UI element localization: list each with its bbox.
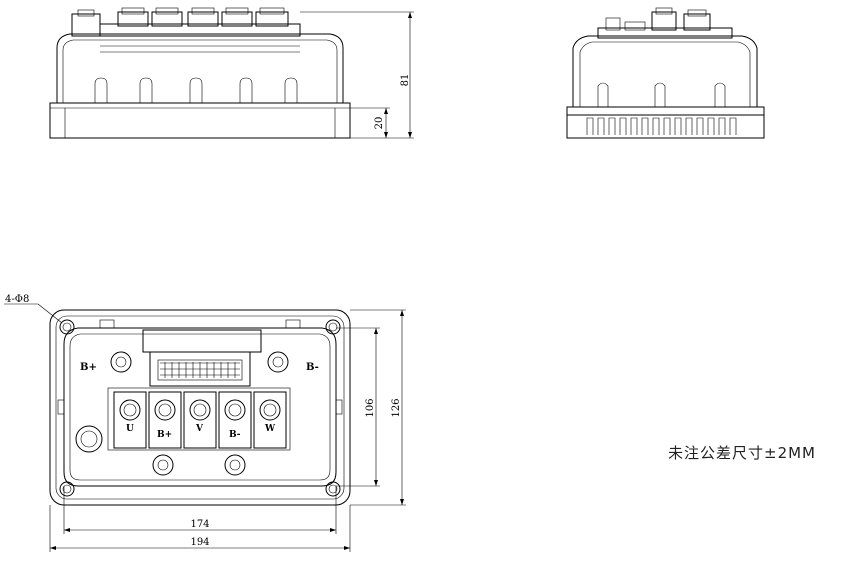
top-view: [4, 303, 406, 552]
dim-outer-width: 194: [190, 537, 209, 548]
terminal-b-plus-label: B+: [157, 430, 172, 440]
b-minus-bolt: [267, 351, 289, 373]
b-plus-bolt: [110, 351, 132, 373]
terminal-b-minus-label: B-: [229, 430, 241, 440]
front-view: [49, 7, 414, 139]
terminal-w: [253, 391, 287, 449]
mounting-hole: [59, 481, 75, 497]
dim-inner-width: 174: [190, 519, 209, 530]
terminal-u-label: U: [126, 424, 134, 434]
b-minus-label: B-: [306, 362, 319, 373]
dim-height-total: 81: [400, 74, 411, 87]
terminal-b-minus: [218, 391, 252, 449]
b-plus-label: B+: [80, 362, 97, 373]
bottom-bolt-left: [152, 454, 174, 476]
dim-outer-height: 126: [391, 398, 402, 417]
tolerance-note: 未注公差尺寸±2MM: [668, 444, 816, 462]
terminal-v: [183, 391, 217, 449]
bottom-bolt-right: [224, 454, 246, 476]
side-view: [566, 7, 765, 139]
hole-spec-label: 4-Φ8: [5, 294, 29, 305]
mounting-hole: [59, 319, 75, 335]
mounting-hole: [325, 319, 341, 335]
dim-base-height: 20: [374, 117, 385, 130]
terminal-v-label: V: [195, 424, 204, 434]
mounting-hole: [325, 481, 341, 497]
terminal-w-label: W: [264, 424, 276, 434]
cable-gland: [75, 425, 103, 453]
dim-inner-height: 106: [365, 398, 376, 417]
terminal-b-plus: [148, 391, 182, 449]
terminal-u: [113, 391, 147, 449]
